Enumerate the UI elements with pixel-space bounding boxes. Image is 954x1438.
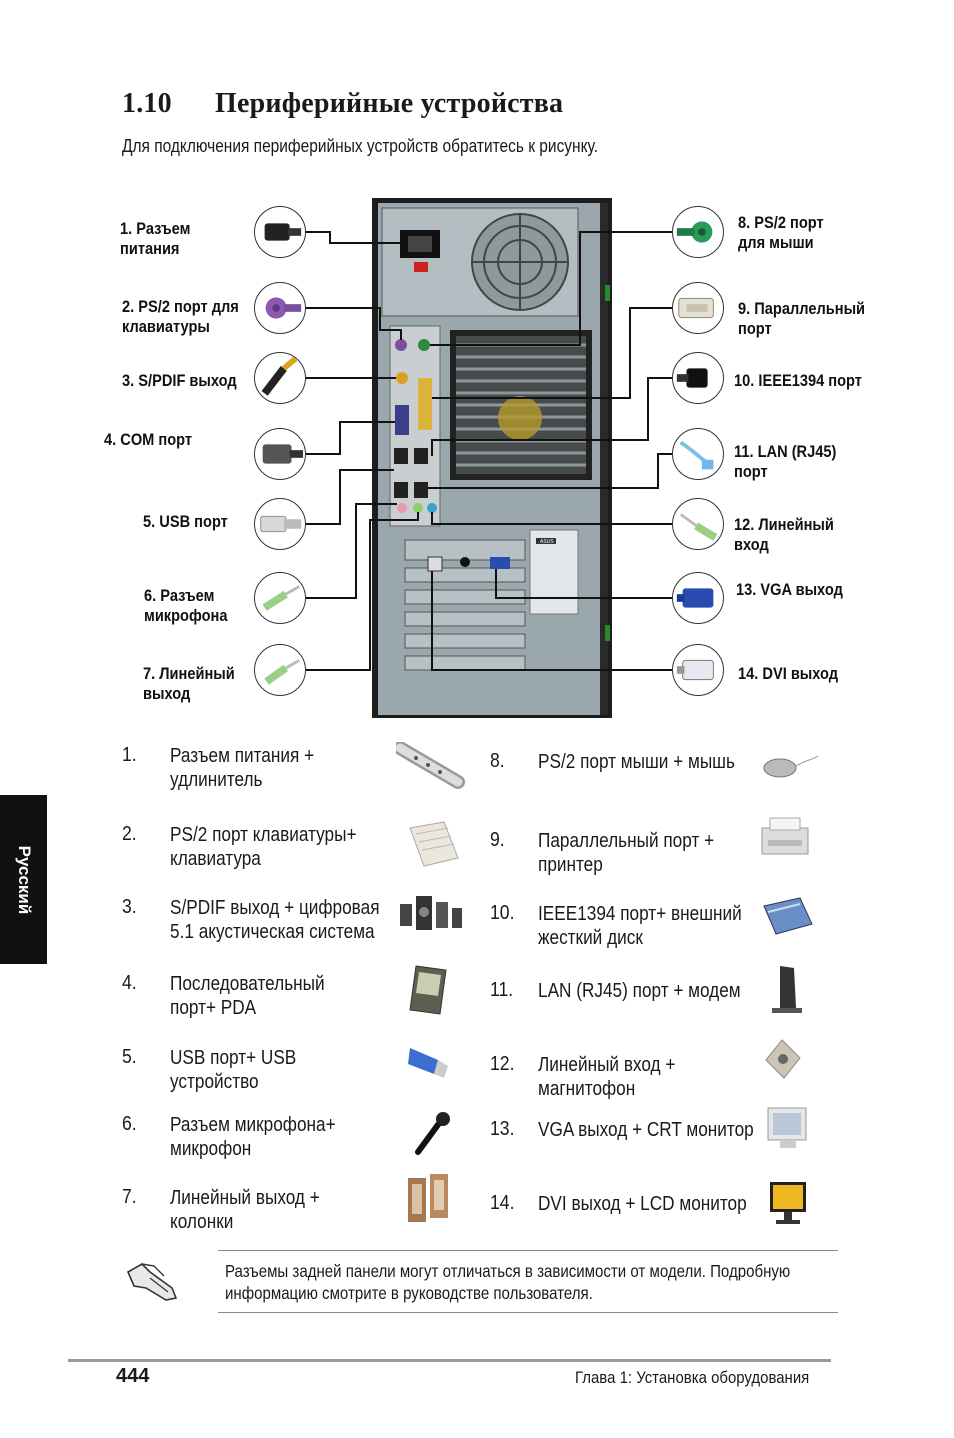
printer-icon (761, 817, 809, 855)
label-power-connector: 1. Разъем питания (120, 219, 191, 258)
label-line-in: 12. Линейный вход (734, 515, 834, 554)
rear-panel-diagram: ASUS (304, 198, 672, 718)
lcd-monitor-icon (770, 1182, 806, 1224)
label-com-port: 4. COM порт (104, 430, 193, 449)
item-text: Последовательный порт+ PDA (170, 973, 325, 1019)
item-number: 8. (490, 750, 505, 772)
item-number: 2. (122, 823, 137, 845)
com-connector-icon (254, 428, 306, 480)
item-number: 4. (122, 972, 137, 994)
section-number: 1.10 (122, 88, 172, 119)
item-text: S/PDIF выход + цифровая 5.1 акустическая… (170, 897, 380, 943)
label-dvi: 14. DVI выход (738, 664, 839, 683)
item-number: 12. (490, 1053, 515, 1075)
item-text: PS/2 порт клавиатуры+ клавиатура (170, 824, 357, 870)
item-number: 1. (122, 744, 137, 766)
item-text: Линейный вход + магнитофон (538, 1054, 676, 1100)
item-number: 9. (490, 829, 505, 851)
item-text: VGA выход + CRT монитор (538, 1119, 754, 1141)
microphone-icon (415, 1112, 450, 1155)
case-badge: ASUS (540, 539, 554, 545)
power-connector-icon (254, 206, 306, 258)
item-text: Разъем питания + удлинитель (170, 745, 315, 791)
pda-icon (409, 965, 447, 1015)
line-in-connector-icon (672, 498, 724, 550)
mic-connector-icon (254, 572, 306, 624)
label-usb-port: 5. USB порт (143, 512, 228, 531)
language-tab: Русский (0, 795, 47, 964)
ieee1394-connector-icon (672, 352, 724, 404)
note-hand-icon (126, 1263, 178, 1301)
item-number: 3. (122, 896, 137, 918)
language-tab-label: Русский (14, 845, 34, 914)
power-strip-icon (396, 742, 465, 789)
item-number: 7. (122, 1186, 137, 1208)
parallel-connector-icon (672, 282, 724, 334)
ps2-keyboard-connector-icon (254, 282, 306, 334)
footer-rule (68, 1359, 831, 1362)
item-text: LAN (RJ45) порт + модем (538, 980, 741, 1002)
chapter-title: Глава 1: Установка оборудования (575, 1368, 810, 1387)
item-text: Параллельный порт + принтер (538, 830, 715, 876)
computer-case-rear: ASUS (372, 198, 612, 718)
item-text: Разъем микрофона+ микрофон (170, 1114, 336, 1160)
line-out-connector-icon (254, 644, 306, 696)
label-line-out: 7. Линейный выход (143, 664, 235, 703)
section-title: 1.10 Периферийные устройства (122, 88, 563, 120)
note-bottom-rule (218, 1312, 838, 1313)
section-heading: Периферийные устройства (215, 88, 564, 119)
item-text: Линейный выход + колонки (170, 1187, 320, 1233)
tape-recorder-icon (765, 1039, 801, 1079)
page-number: 444 (116, 1365, 150, 1387)
keyboard-icon (409, 821, 459, 867)
label-ieee1394: 10. IEEE1394 порт (734, 371, 862, 390)
external-hdd-icon (763, 897, 813, 935)
item-number: 10. (490, 902, 515, 924)
leader-lines (304, 231, 672, 671)
crt-monitor-icon (767, 1107, 807, 1148)
speakers-icon (408, 1174, 448, 1222)
item-number: 6. (122, 1113, 137, 1135)
item-number: 11. (490, 979, 514, 1001)
label-lan: 11. LAN (RJ45) порт (734, 442, 837, 481)
usb-drive-icon (408, 1048, 448, 1078)
item-number: 5. (122, 1046, 137, 1068)
label-parallel-port: 9. Параллельный порт (738, 299, 866, 338)
label-spdif: 3. S/PDIF выход (122, 371, 237, 390)
item-number: 13. (490, 1118, 515, 1140)
dvi-connector-icon (672, 644, 724, 696)
note-top-rule (218, 1250, 838, 1251)
label-vga: 13. VGA выход (736, 580, 843, 599)
label-ps2-keyboard: 2. PS/2 порт для клавиатуры (122, 297, 239, 336)
note-text: Разъемы задней панели могут отличаться в… (225, 1261, 791, 1303)
item-number: 14. (490, 1192, 515, 1214)
intro-text: Для подключения периферийных устройств о… (122, 136, 599, 156)
vga-connector-icon (672, 572, 724, 624)
lan-connector-icon (672, 428, 724, 480)
mouse-icon (763, 755, 819, 778)
speaker-system-icon (400, 896, 462, 930)
label-mic: 6. Разъем микрофона (144, 586, 228, 625)
item-text: USB порт+ USB устройство (170, 1047, 297, 1093)
item-text: IEEE1394 порт+ внешний жесткий диск (538, 903, 742, 949)
modem-icon (772, 966, 802, 1013)
label-ps2-mouse: 8. PS/2 порт для мыши (738, 213, 824, 252)
item-text: PS/2 порт мыши + мышь (538, 751, 735, 773)
ps2-mouse-connector-icon (672, 206, 724, 258)
usb-connector-icon (254, 498, 306, 550)
spdif-connector-icon (254, 352, 306, 404)
item-text: DVI выход + LCD монитор (538, 1193, 747, 1215)
